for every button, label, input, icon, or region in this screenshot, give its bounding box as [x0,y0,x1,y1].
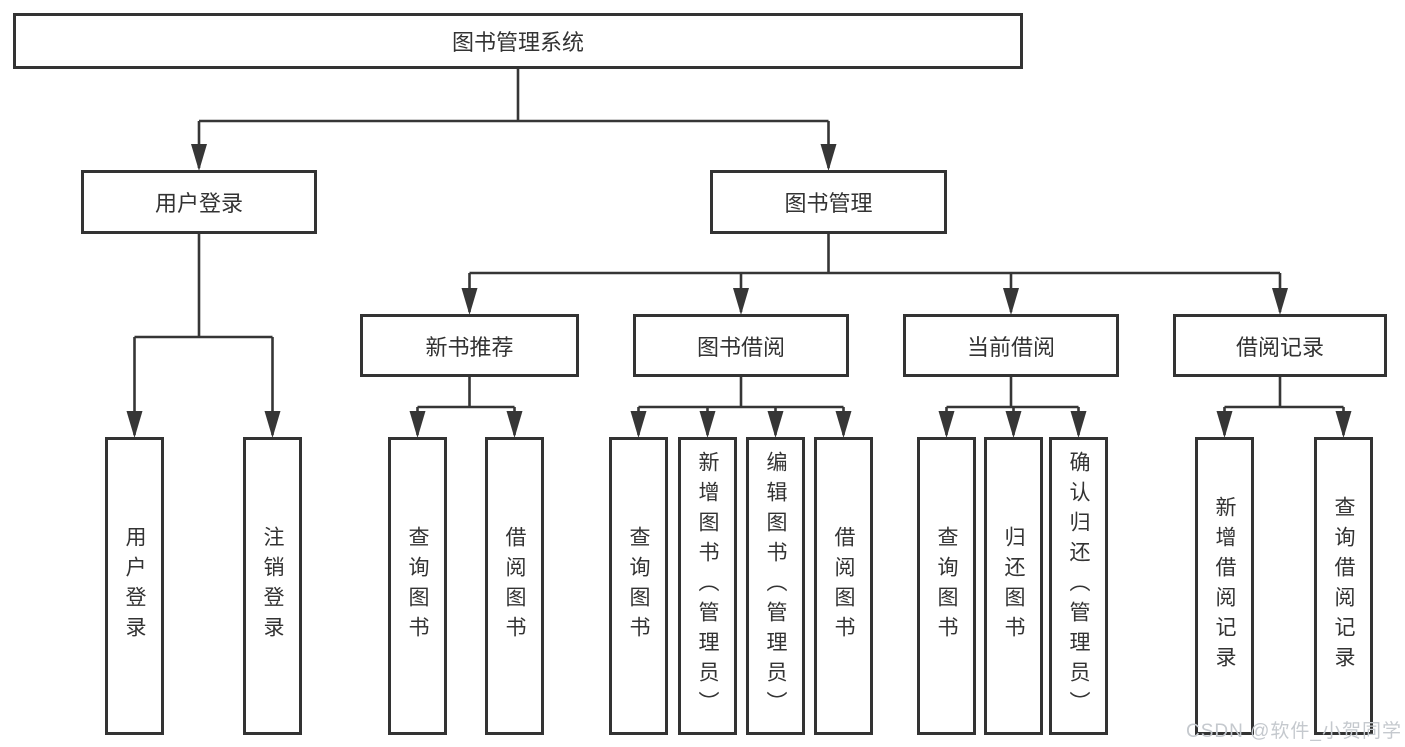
leaf-current-return-books-label: 归还图书 [1002,526,1025,646]
leaf-current-confirm-return-admin-label: 确认归还（管理员） [1067,451,1090,721]
node-book-borrowing-label: 图书借阅 [696,334,785,360]
node-current-borrowing-label: 当前借阅 [966,334,1055,360]
leaf-newbooks-query-books: 查询图书 [388,437,447,735]
leaf-records-add-record: 新增借阅记录 [1195,437,1254,735]
leaf-borrowing-borrow-books: 借阅图书 [814,437,873,735]
leaf-current-confirm-return-admin: 确认归还（管理员） [1049,437,1108,735]
leaf-newbooks-borrow-books: 借阅图书 [485,437,544,735]
leaf-borrowing-edit-books-admin: 编辑图书（管理员） [746,437,805,735]
leaf-borrowing-borrow-books-label: 借阅图书 [832,526,855,646]
leaf-borrowing-query-books: 查询图书 [609,437,668,735]
leaf-borrowing-add-books-admin-label: 新增图书（管理员） [696,451,719,721]
node-new-book-recommend: 新书推荐 [360,314,579,377]
node-book-borrowing: 图书借阅 [633,314,849,377]
leaf-user-login-label: 用户登录 [123,526,146,646]
leaf-current-query-books-label: 查询图书 [935,526,958,646]
node-book-management-label: 图书管理 [784,191,873,216]
connector-stems [133,69,1345,435]
leaf-user-login: 用户登录 [105,437,164,735]
arrowhead-icons [126,144,1352,438]
leaf-records-query-record: 查询借阅记录 [1314,437,1373,735]
node-borrowing-records: 借阅记录 [1173,314,1387,377]
leaf-borrowing-edit-books-admin-label: 编辑图书（管理员） [764,451,787,721]
node-current-borrowing: 当前借阅 [903,314,1119,377]
node-new-book-recommend-label: 新书推荐 [425,334,514,360]
csdn-watermark: CSDN @软件_小贺同学 [1186,721,1402,742]
node-user-login-branch: 用户登录 [81,170,317,234]
leaf-borrowing-query-books-label: 查询图书 [627,526,650,646]
leaf-logout: 注销登录 [243,437,302,735]
leaf-logout-label: 注销登录 [261,526,284,646]
node-library-system: 图书管理系统 [13,13,1023,69]
leaf-records-query-record-label: 查询借阅记录 [1332,496,1355,676]
node-book-management: 图书管理 [710,170,947,234]
leaf-newbooks-borrow-books-label: 借阅图书 [503,526,526,646]
leaf-newbooks-query-books-label: 查询图书 [406,526,429,646]
node-borrowing-records-label: 借阅记录 [1235,334,1324,360]
node-user-login-branch-label: 用户登录 [154,191,243,216]
leaf-records-add-record-label: 新增借阅记录 [1213,496,1236,676]
node-library-system-label: 图书管理系统 [451,30,584,55]
leaf-borrowing-add-books-admin: 新增图书（管理员） [678,437,737,735]
leaf-current-return-books: 归还图书 [984,437,1043,735]
leaf-current-query-books: 查询图书 [917,437,976,735]
